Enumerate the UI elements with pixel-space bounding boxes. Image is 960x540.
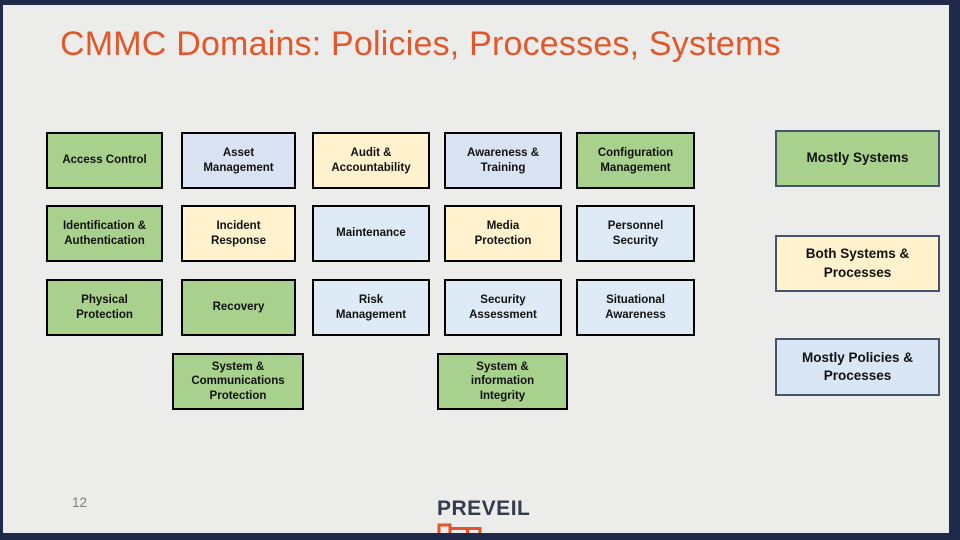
domain-box-recovery: Recovery: [181, 279, 296, 336]
domain-box-label: Awareness & Training: [466, 146, 540, 174]
domain-box-maintenance: Maintenance: [312, 205, 430, 262]
domain-box-label: Physical Protection: [76, 293, 133, 321]
page-number: 12: [72, 495, 88, 510]
domain-box-label: Maintenance: [336, 227, 406, 240]
domain-box-label: Media Protection: [474, 219, 532, 247]
legend-label: Mostly Policies & Processes: [801, 349, 914, 383]
domain-box-label: Access Control: [62, 154, 147, 167]
domain-box-label: Situational Awareness: [605, 293, 666, 321]
preveil-logo: PREVEIL: [437, 497, 531, 533]
domain-box-label: System & information Integrity: [470, 360, 535, 402]
domain-box-system-information-integrity: System & information Integrity: [437, 353, 568, 410]
domain-box-risk-management: Risk Management: [312, 279, 430, 336]
domain-box-label: Asset Management: [203, 146, 274, 174]
domain-box-security-assessment: Security Assessment: [444, 279, 562, 336]
slide-title: CMMC Domains: Policies, Processes, Syste…: [60, 25, 781, 63]
domain-box-label: Risk Management: [335, 293, 407, 321]
legend-label: Mostly Systems: [806, 150, 909, 166]
domain-box-situational-awareness: Situational Awareness: [576, 279, 695, 336]
legend-box-both-systems-processes: Both Systems & Processes: [775, 235, 940, 292]
domain-box-awareness-training: Awareness & Training: [444, 132, 562, 189]
domain-box-label: Incident Response: [211, 219, 266, 247]
legend-label: Both Systems & Processes: [805, 246, 910, 280]
domain-box-configuration-management: Configuration Management: [576, 132, 695, 189]
domain-box-physical-protection: Physical Protection: [46, 279, 163, 336]
domain-box-label: Recovery: [212, 301, 265, 314]
domain-box-label: Audit & Accountability: [331, 146, 411, 174]
domain-box-label: Personnel Security: [607, 219, 664, 247]
domain-box-incident-response: Incident Response: [181, 205, 296, 262]
legend-box-mostly-systems: Mostly Systems: [775, 130, 940, 187]
domain-box-personnel-security: Personnel Security: [576, 205, 695, 262]
domain-box-access-control: Access Control: [46, 132, 163, 189]
domain-box-label: Identification & Authentication: [62, 219, 147, 247]
domain-box-label: Security Assessment: [469, 293, 537, 321]
domain-box-asset-management: Asset Management: [181, 132, 296, 189]
domain-box-media-protection: Media Protection: [444, 205, 562, 262]
legend-box-mostly-policies-processes: Mostly Policies & Processes: [775, 338, 940, 396]
key-icon: [437, 523, 482, 533]
domain-box-audit-accountability: Audit & Accountability: [312, 132, 430, 189]
domain-box-identification-authentication: Identification & Authentication: [46, 205, 163, 262]
domain-box-label: System & Communications Protection: [191, 360, 285, 402]
domain-box-label: Configuration Management: [597, 146, 674, 174]
domain-box-system-communications-protection: System & Communications Protection: [172, 353, 304, 410]
preveil-logo-text: PREVEIL: [437, 497, 531, 520]
